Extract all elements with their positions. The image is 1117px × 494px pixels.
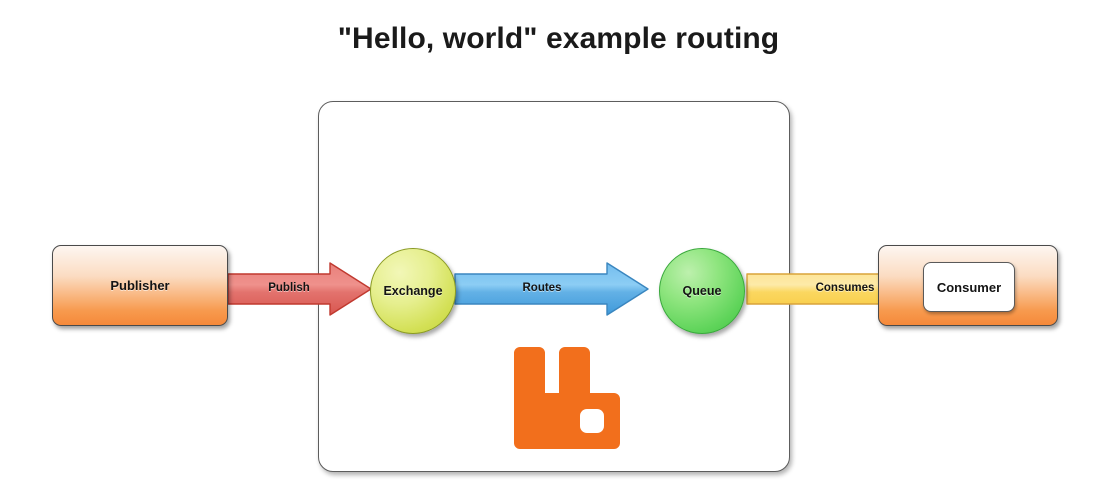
arrow-routes xyxy=(454,262,649,316)
node-exchange[interactable]: Exchange xyxy=(370,248,456,334)
page-title: "Hello, world" example routing xyxy=(337,22,780,55)
node-consumer[interactable]: Consumer xyxy=(878,245,1058,326)
node-exchange-label: Exchange xyxy=(383,284,443,298)
arrow-publish xyxy=(227,262,372,316)
node-publisher[interactable]: Publisher xyxy=(52,245,228,326)
node-consumer-label: Consumer xyxy=(936,279,1002,295)
node-consumer-card: Consumer xyxy=(923,262,1015,312)
node-queue[interactable]: Queue xyxy=(659,248,745,334)
rabbitmq-logo xyxy=(514,347,620,449)
node-queue-label: Queue xyxy=(682,284,722,298)
node-publisher-label: Publisher xyxy=(110,278,170,293)
